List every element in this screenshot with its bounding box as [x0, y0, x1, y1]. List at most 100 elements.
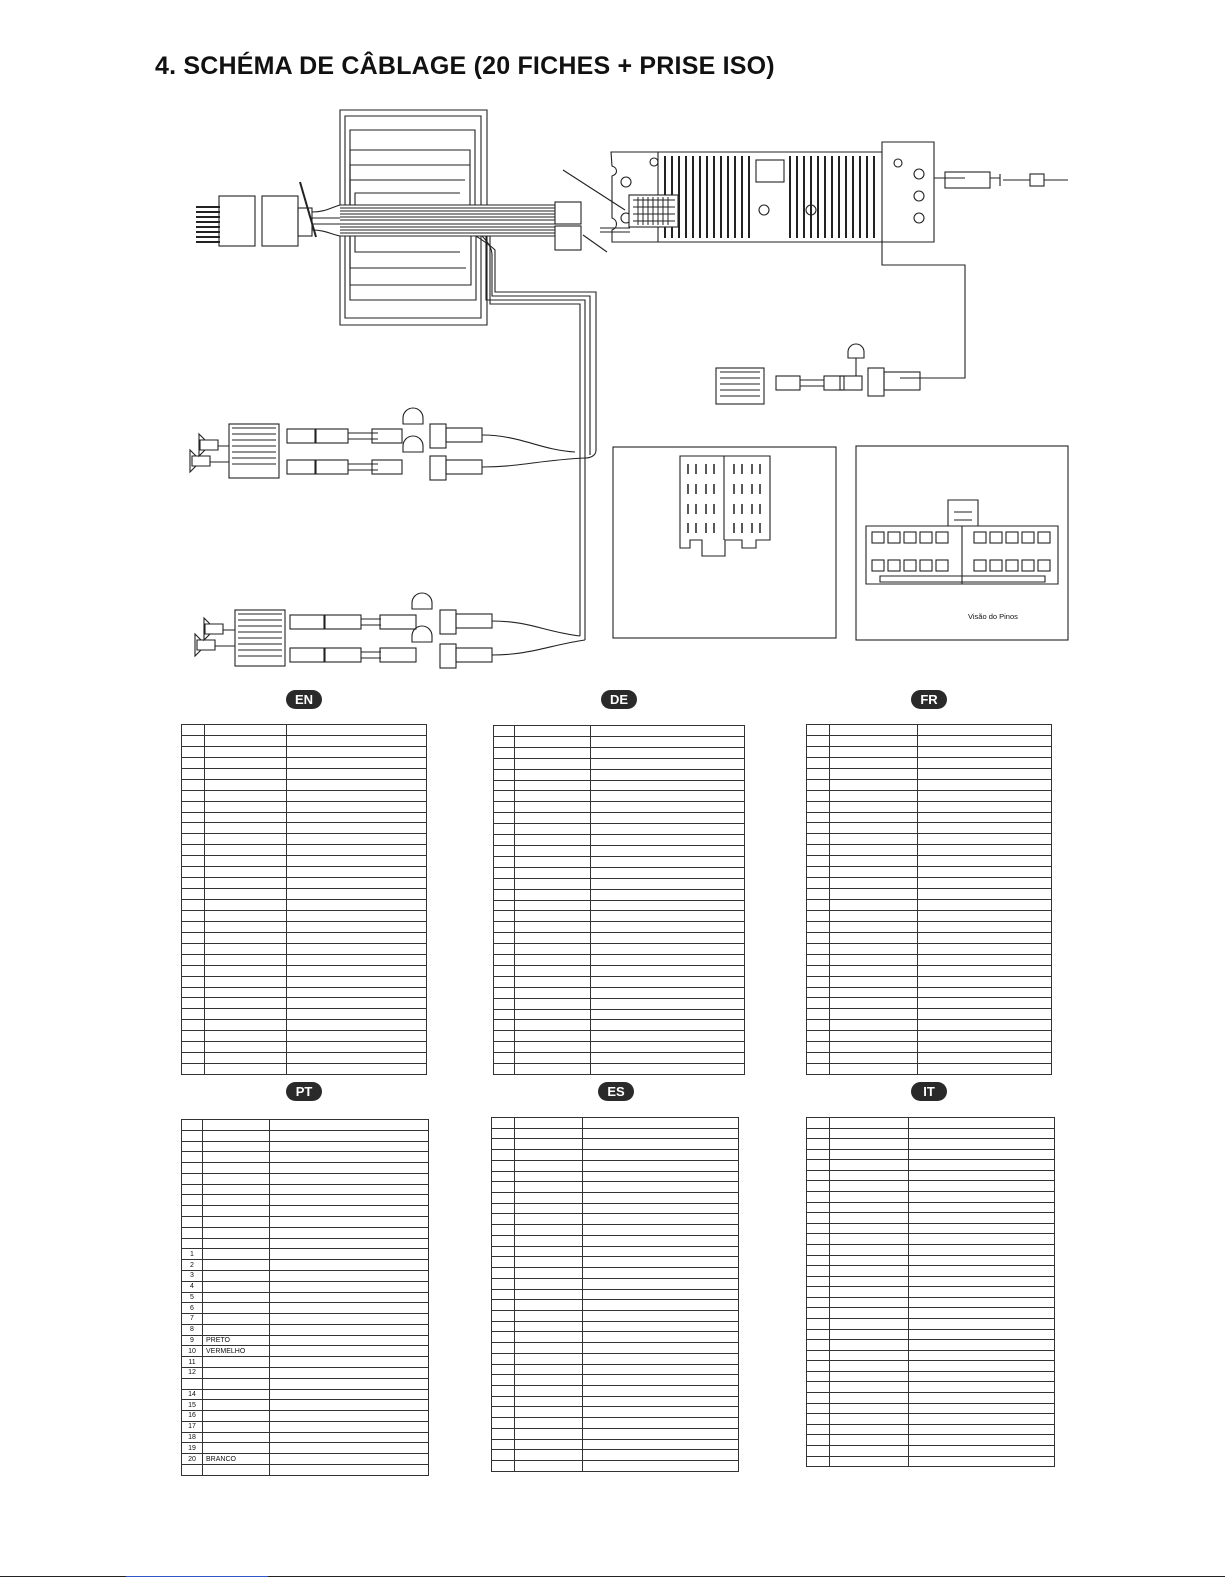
- table-row: [181, 833, 427, 846]
- function-cell: [286, 953, 427, 966]
- wire-color-cell: [202, 1162, 270, 1174]
- wire-color-cell: [514, 1008, 591, 1021]
- function-cell: [582, 1320, 739, 1333]
- wire-color-cell: [204, 866, 287, 879]
- table-row: [491, 1245, 739, 1258]
- function-cell: [590, 899, 745, 912]
- pin-number-cell: [806, 1392, 830, 1404]
- wire-color-cell: [829, 953, 918, 966]
- table-row: [181, 964, 427, 977]
- pin-number-cell: [491, 1192, 515, 1204]
- table-row: [491, 1363, 739, 1376]
- function-cell: [917, 888, 1052, 900]
- function-cell: [917, 877, 1052, 890]
- table-row: [181, 734, 427, 747]
- function-cell: [269, 1259, 429, 1271]
- table-row: 15: [181, 1399, 429, 1412]
- pin-number-cell: [181, 1008, 205, 1021]
- wire-color-cell: [829, 931, 918, 944]
- table-row: [181, 866, 427, 879]
- pin-number-cell: [491, 1267, 515, 1279]
- pin-number-cell: [491, 1438, 515, 1451]
- wire-color-cell: [202, 1410, 270, 1422]
- function-cell: [286, 844, 427, 857]
- function-cell: [590, 735, 745, 748]
- function-cell: [286, 1041, 427, 1054]
- table-row: [491, 1170, 739, 1183]
- table-row: [806, 975, 1052, 988]
- function-cell: [917, 899, 1052, 911]
- pin-number-cell: [181, 1129, 203, 1142]
- table-row: [806, 877, 1052, 890]
- function-cell: [269, 1323, 429, 1336]
- pin-number-cell: [806, 1222, 830, 1235]
- pin-number-cell: [806, 1455, 830, 1468]
- pin-number-cell: [806, 1381, 830, 1394]
- wire-color-cell: [829, 1444, 909, 1457]
- function-cell: [917, 767, 1052, 780]
- pin-number-cell: [806, 1307, 830, 1319]
- pin-number-cell: [491, 1363, 515, 1376]
- table-row: [491, 1213, 739, 1226]
- wire-color-cell: [514, 932, 591, 945]
- table-row: 16: [181, 1410, 429, 1422]
- wire-color-cell: [514, 1213, 583, 1226]
- table-row: [806, 1328, 1055, 1341]
- function-cell: [582, 1352, 739, 1365]
- pin-number-cell: [491, 1384, 515, 1397]
- wire-color-cell: [202, 1194, 270, 1207]
- wire-color-cell: [514, 735, 591, 748]
- table-row: 3: [181, 1269, 429, 1282]
- function-cell: [286, 800, 427, 813]
- pin-number-cell: [491, 1202, 515, 1215]
- table-row: [181, 1172, 429, 1185]
- wire-color-cell: [202, 1226, 270, 1239]
- wire-color-cell: [204, 1008, 287, 1021]
- function-cell: [582, 1277, 739, 1290]
- pin-number-cell: [806, 1212, 830, 1224]
- pin-number-cell: [181, 888, 205, 900]
- wire-color-cell: [514, 1320, 583, 1333]
- pin-number-cell: [181, 1226, 203, 1239]
- table-row: [181, 899, 427, 911]
- wire-color-cell: [829, 1212, 909, 1224]
- wire-color-cell: [829, 866, 918, 879]
- pin-number-cell: [493, 1019, 515, 1032]
- wire-color-cell: [514, 943, 591, 956]
- wiring-table-de: [493, 725, 745, 1075]
- function-cell: [286, 1063, 427, 1075]
- function-cell: [269, 1420, 429, 1433]
- table-row: [491, 1127, 739, 1140]
- function-cell: [286, 909, 427, 922]
- pin-number-cell: [491, 1427, 515, 1440]
- table-row: [181, 789, 427, 802]
- function-cell: [908, 1233, 1055, 1245]
- wire-color-cell: [829, 1222, 909, 1235]
- function-cell: [908, 1265, 1055, 1277]
- pin-number-cell: [491, 1256, 515, 1269]
- wire-color-cell: [202, 1259, 270, 1271]
- wire-color-cell: [514, 1117, 583, 1129]
- wire-color-cell: [202, 1431, 270, 1444]
- wire-color-cell: [204, 1041, 287, 1054]
- function-cell: [269, 1216, 429, 1228]
- pin-number-cell: [806, 986, 830, 999]
- wire-harness-icon: [196, 181, 341, 247]
- pin-number-cell: [181, 1216, 203, 1228]
- function-cell: [590, 790, 745, 803]
- table-row: [806, 1275, 1055, 1288]
- function-cell: [590, 910, 745, 923]
- function-cell: [286, 877, 427, 890]
- table-row: [806, 953, 1052, 966]
- wire-color-cell: [829, 1381, 909, 1394]
- function-cell: [269, 1334, 429, 1347]
- wire-color-cell: [202, 1140, 270, 1153]
- wire-color-cell: [514, 1395, 583, 1408]
- table-row: [181, 942, 427, 955]
- table-row: [181, 975, 427, 988]
- pin-number-cell: [806, 1423, 830, 1436]
- function-cell: [582, 1374, 739, 1386]
- table-row: [181, 1237, 429, 1250]
- function-cell: [286, 855, 427, 868]
- function-cell: [917, 1041, 1052, 1054]
